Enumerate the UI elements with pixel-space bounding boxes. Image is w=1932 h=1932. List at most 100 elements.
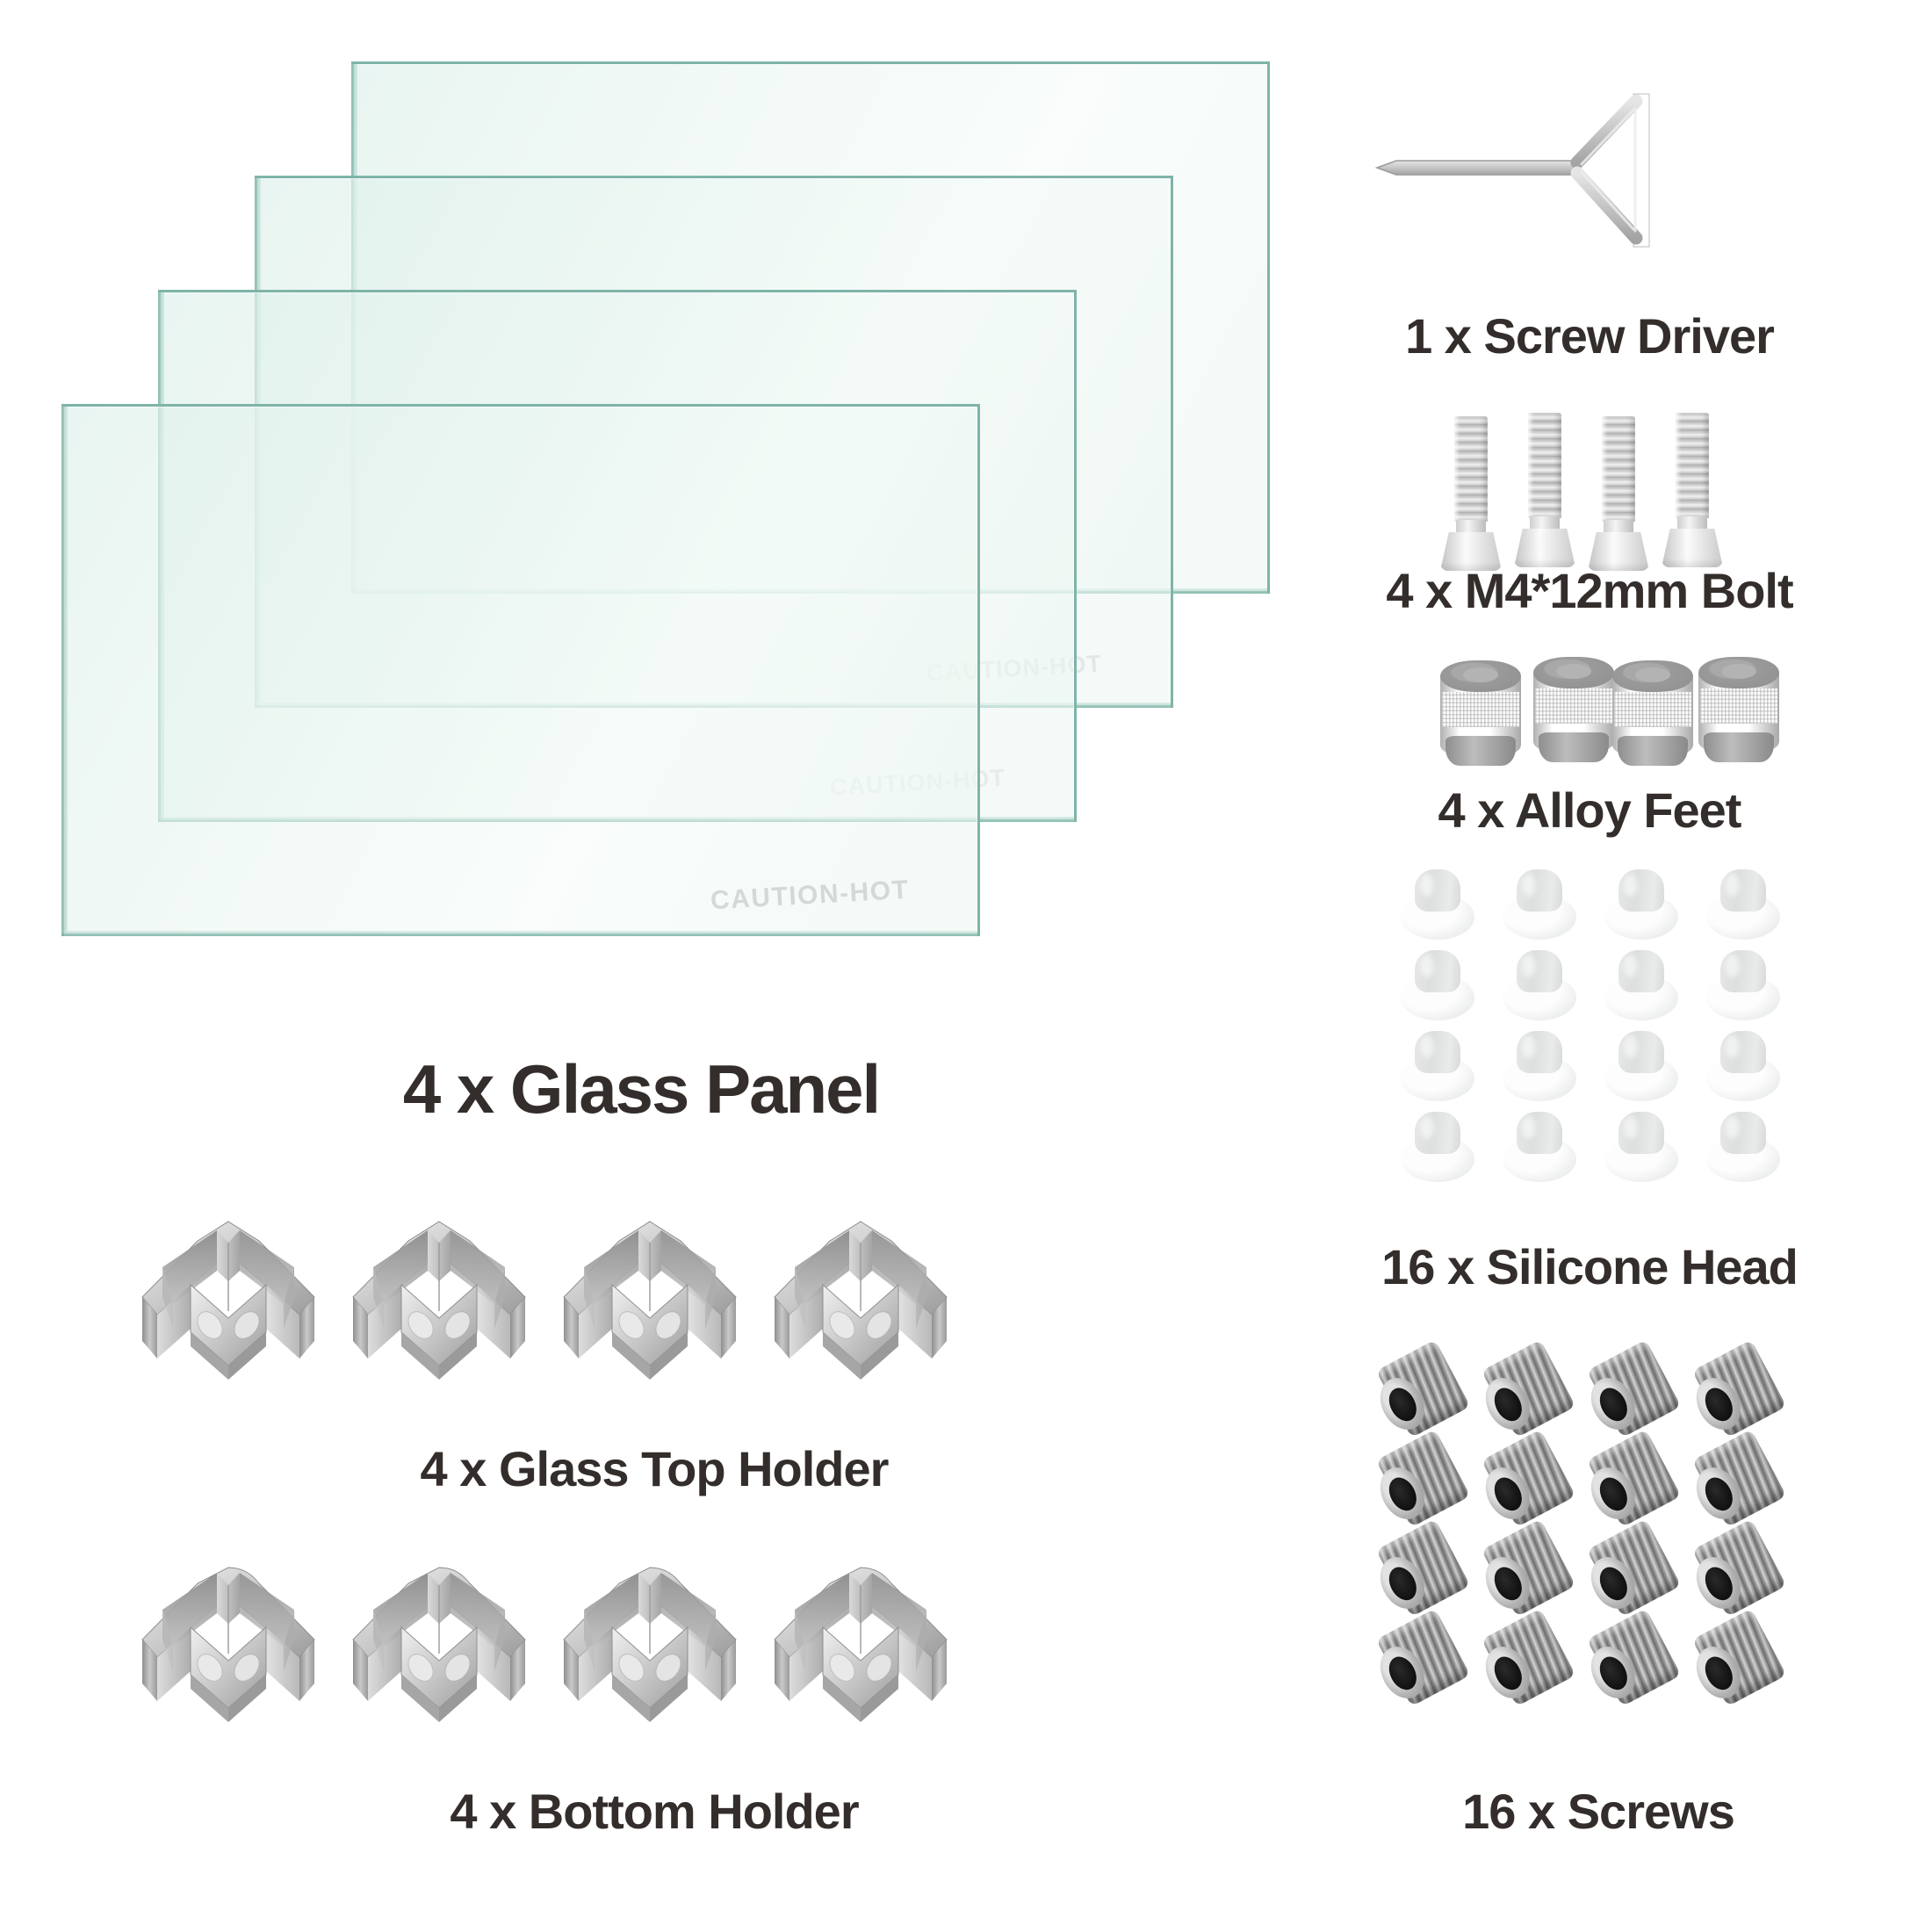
bolt-thread [1676, 413, 1709, 518]
silicone-highlight [1420, 955, 1434, 977]
silicone-highlight [1726, 1035, 1740, 1058]
silicone-head-item [1503, 950, 1576, 1020]
corner-bracket-icon [563, 1221, 737, 1380]
bolt-neck [1530, 516, 1560, 530]
silicone-head-item [1604, 869, 1678, 940]
bolt-head [1588, 532, 1649, 571]
silicone-head-group [1401, 869, 1805, 1194]
bottom-holder-group [127, 1559, 1181, 1752]
bolt-label: 4 x M4*12mm Bolt [1386, 563, 1793, 618]
screw-item [1572, 1598, 1691, 1723]
silicone-head-item [1503, 1112, 1576, 1182]
bolt-item [1514, 413, 1575, 571]
corner-bracket-icon [774, 1221, 948, 1380]
silicone-head-item [1503, 869, 1576, 940]
screw-item [1467, 1598, 1586, 1723]
screw-driver-illustration [1370, 83, 1756, 259]
foot-knurl [1442, 692, 1519, 727]
bolt-thread [1602, 416, 1635, 522]
foot-dimple [1556, 664, 1591, 679]
silicone-head-item [1604, 1112, 1678, 1182]
silicone-highlight [1420, 1035, 1434, 1058]
foot-knurl [1535, 688, 1612, 724]
foot-dimple [1721, 664, 1756, 679]
silicone-highlight [1522, 1116, 1536, 1139]
glass-top-holder-label: 4 x Glass Top Holder [420, 1441, 890, 1496]
foot-knurl [1700, 688, 1777, 724]
alloy-feet-group [1440, 657, 1791, 771]
corner-bracket-icon [141, 1567, 315, 1722]
glass-panel: CAUTION-HOT [61, 404, 980, 936]
silicone-highlight [1624, 1035, 1638, 1058]
glass-edge-bottom [64, 931, 977, 936]
alloy-foot-item [1533, 657, 1614, 762]
silicone-head-label: 16 x Silicone Head [1381, 1239, 1799, 1294]
bolt-neck [1604, 520, 1633, 534]
corner-bracket-icon [141, 1221, 315, 1380]
screws-group [1372, 1339, 1800, 1712]
silicone-highlight [1726, 955, 1740, 977]
bolt-thread [1528, 413, 1561, 518]
glass-panel-label: 4 x Glass Panel [402, 1050, 881, 1128]
silicone-head-item [1401, 1112, 1474, 1182]
bolt-item [1440, 416, 1502, 574]
foot-knurl [1614, 692, 1691, 727]
screws-label: 16 x Screws [1462, 1784, 1735, 1839]
foot-dimple [1635, 667, 1670, 682]
silicone-highlight [1624, 874, 1638, 897]
glass-top-holder-item [338, 1216, 540, 1392]
silicone-head-item [1401, 950, 1474, 1020]
silicone-head-item [1401, 1031, 1474, 1101]
silicone-highlight [1522, 1035, 1536, 1058]
bolt-thread [1454, 416, 1488, 522]
silicone-head-item [1604, 950, 1678, 1020]
foot-base [1539, 732, 1609, 762]
screw-driver-icon [1374, 92, 1650, 248]
silicone-highlight [1420, 874, 1434, 897]
caution-label: CAUTION-HOT [709, 875, 910, 916]
bottom-holder-item [549, 1559, 751, 1734]
silicone-highlight [1726, 874, 1740, 897]
silicone-head-item [1706, 1112, 1780, 1182]
corner-bracket-icon [774, 1567, 948, 1722]
silicone-highlight [1420, 1116, 1434, 1139]
bottom-holder-item [338, 1559, 540, 1734]
glass-top-holder-item [760, 1216, 962, 1392]
silicone-head-item [1401, 869, 1474, 940]
bottom-holder-item [127, 1559, 329, 1734]
screw-item [1361, 1598, 1481, 1723]
glass-panel-group: CAUTION-HOT CAUTION-HOT CAUTION-HOT [61, 44, 1291, 940]
bolt-head [1440, 532, 1502, 571]
bottom-holder-item [760, 1559, 962, 1734]
screw-driver-label: 1 x Screw Driver [1405, 308, 1775, 364]
bolt-item [1662, 413, 1723, 571]
glass-top-holder-item [549, 1216, 751, 1392]
silicone-head-item [1706, 869, 1780, 940]
glass-edge-left [61, 407, 68, 934]
silicone-head-item [1706, 950, 1780, 1020]
bolt-group [1440, 411, 1791, 578]
bolt-neck [1677, 516, 1707, 530]
corner-bracket-icon [563, 1567, 737, 1722]
foot-base [1445, 736, 1516, 766]
glass-top-holder-item [127, 1216, 329, 1392]
bolt-head [1662, 529, 1723, 567]
silicone-highlight [1522, 874, 1536, 897]
corner-bracket-icon [352, 1567, 526, 1722]
silicone-highlight [1624, 1116, 1638, 1139]
glass-top-holder-group [127, 1216, 1181, 1409]
bolt-item [1588, 416, 1649, 574]
foot-base [1704, 732, 1774, 762]
silicone-highlight [1624, 955, 1638, 977]
corner-bracket-icon [352, 1221, 526, 1380]
silicone-highlight [1522, 955, 1536, 977]
silicone-head-item [1503, 1031, 1576, 1101]
bolt-head [1514, 529, 1575, 567]
foot-base [1618, 736, 1688, 766]
screw-item [1677, 1598, 1797, 1723]
alloy-foot-item [1698, 657, 1779, 762]
alloy-feet-label: 4 x Alloy Feet [1438, 782, 1742, 838]
foot-dimple [1463, 667, 1498, 682]
silicone-highlight [1726, 1116, 1740, 1139]
